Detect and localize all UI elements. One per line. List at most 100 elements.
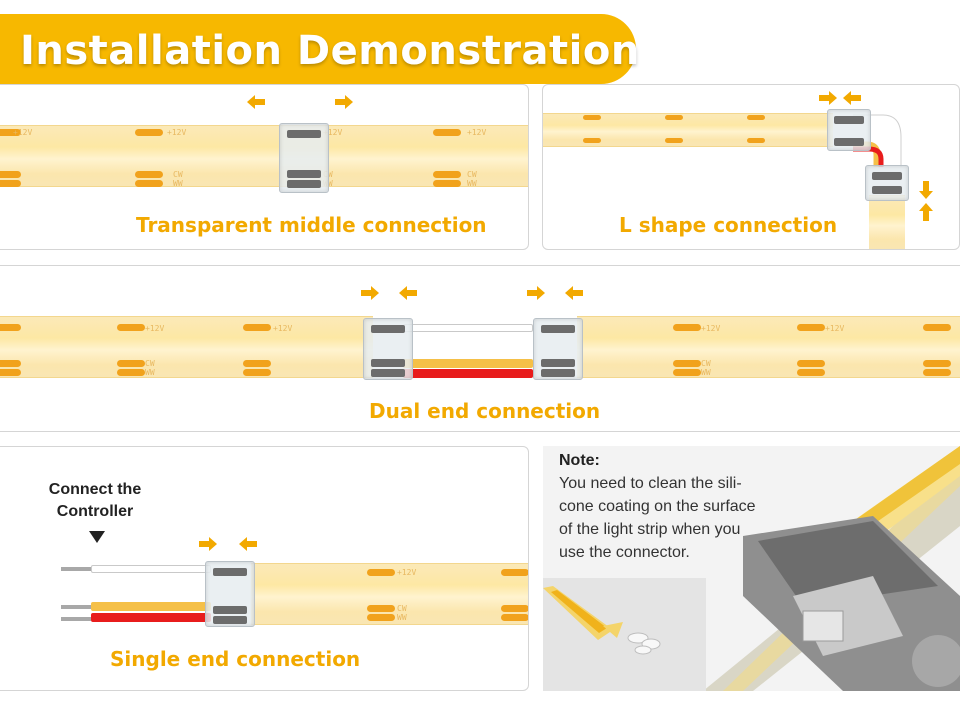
white-wire	[91, 565, 211, 573]
strip-pad	[583, 138, 601, 143]
connector-pin	[213, 568, 247, 576]
l-connector-horizontal	[827, 109, 871, 151]
strip-pad	[665, 138, 683, 143]
down-triangle-icon	[89, 531, 105, 543]
strip-pad	[135, 180, 163, 187]
strip-pad	[797, 369, 825, 376]
arrow-left-icon	[399, 286, 417, 300]
led-strip-right	[577, 316, 960, 378]
strip-pad	[117, 369, 145, 376]
strip-pad	[243, 369, 271, 376]
strip-pad	[665, 115, 683, 120]
strip-pad	[0, 369, 21, 376]
strip-mark: +12V	[13, 128, 33, 137]
strip-mark: WW	[173, 179, 183, 188]
arrow-up-icon	[919, 203, 933, 221]
strip-pad	[923, 360, 951, 367]
led-strip-left	[0, 316, 373, 378]
connector-pin	[872, 186, 902, 194]
strip-pad	[673, 369, 701, 376]
strip-mark: WW	[145, 368, 155, 377]
panel-label: Transparent middle connection	[136, 213, 487, 237]
strip-mark: CW	[145, 359, 155, 368]
strip-pad	[367, 605, 395, 612]
strip-pad	[135, 171, 163, 178]
arrow-down-icon	[919, 181, 933, 199]
connector-pin	[872, 172, 902, 180]
wire-tip	[61, 617, 91, 621]
connector-pin	[287, 170, 321, 178]
yellow-wire	[91, 602, 211, 611]
white-wire	[403, 324, 533, 332]
strip-pad	[0, 180, 21, 187]
strip-pad	[747, 115, 765, 120]
strip-mark: CW	[467, 170, 477, 179]
panel-label: Single end connection	[110, 647, 361, 671]
strip-pad	[501, 614, 528, 621]
arrow-left-icon	[565, 286, 583, 300]
connector-pin	[541, 359, 575, 367]
strip-mark: +12V	[167, 128, 187, 137]
wire-tip	[61, 605, 91, 609]
panel-single-end: Connect the Controller +12V CW WW Single…	[0, 446, 529, 691]
photo-cut-strip	[543, 578, 706, 691]
connector-pin	[287, 180, 321, 188]
strip-pad	[797, 360, 825, 367]
title-banner	[0, 14, 636, 84]
strip-pad	[117, 324, 145, 331]
arrow-right-icon	[361, 286, 379, 300]
connector-pin	[287, 130, 321, 138]
strip-pad	[0, 171, 21, 178]
arrow-left-icon	[239, 537, 257, 551]
strip-mark: CW	[397, 604, 407, 613]
arrow-right-icon	[199, 537, 217, 551]
middle-connector	[279, 123, 329, 193]
dual-connector-right	[533, 318, 583, 380]
page-title: Installation Demonstration	[20, 28, 640, 74]
connector-pin	[541, 325, 575, 333]
red-wire	[403, 369, 533, 378]
strip-pad	[243, 324, 271, 331]
led-strip-vertical	[869, 195, 905, 249]
panel-label: L shape connection	[619, 213, 838, 237]
strip-mark: +12V	[273, 324, 293, 333]
strip-mark: WW	[397, 613, 407, 622]
strip-pad	[0, 360, 21, 367]
strip-pad	[433, 171, 461, 178]
strip-mark: CW	[173, 170, 183, 179]
arrow-left-icon	[247, 95, 265, 109]
strip-pad	[501, 569, 528, 576]
strip-mark: +12V	[825, 324, 845, 333]
connector-pin	[541, 369, 575, 377]
note-line: cone coating on the surface	[559, 498, 756, 515]
strip-pad	[433, 129, 461, 136]
strip-mark: CW	[701, 359, 711, 368]
strip-pad	[243, 360, 271, 367]
strip-pad	[117, 360, 145, 367]
strip-mark: +12V	[323, 128, 343, 137]
connector-pin	[834, 116, 864, 124]
strip-pad	[747, 138, 765, 143]
panel-l-shape: L shape connection	[542, 84, 960, 250]
strip-pad	[797, 324, 825, 331]
connector-pin	[213, 606, 247, 614]
panel-dual-end: +12V +12V +12V +12V CW WW CW WW Dual end…	[0, 265, 960, 432]
strip-pad	[673, 360, 701, 367]
strip-mark: +12V	[467, 128, 487, 137]
strip-pad	[501, 605, 528, 612]
connector-pin	[834, 138, 864, 146]
controller-label-line2: Controller	[56, 503, 134, 520]
note-line: use the connector.	[559, 544, 690, 561]
strip-pad	[0, 129, 21, 136]
arrow-right-icon	[335, 95, 353, 109]
panel-transparent-middle: +12V +12V +12V +12V CW WW CW WW CW WW Tr…	[0, 84, 529, 250]
connector-pin	[371, 369, 405, 377]
strip-pad	[135, 129, 163, 136]
strip-pad	[0, 324, 21, 331]
red-wire	[91, 613, 211, 622]
strip-pad	[367, 569, 395, 576]
strip-mark: +12V	[145, 324, 165, 333]
note-line: You need to clean the sili-	[559, 475, 742, 492]
connector-pin	[371, 359, 405, 367]
arrow-right-icon	[819, 91, 837, 105]
